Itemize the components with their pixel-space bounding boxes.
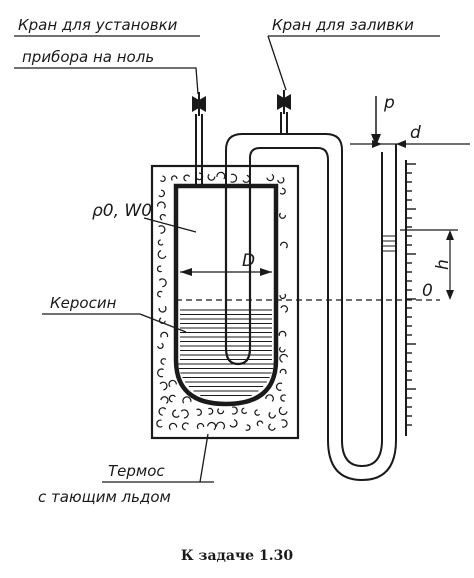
ice-chunk (207, 421, 217, 431)
pressure-label: p (383, 93, 395, 113)
ice-chunk (196, 422, 205, 430)
ice-chunk (156, 265, 163, 273)
ice-chunk (181, 422, 190, 431)
ice-chunk (168, 379, 177, 388)
ice-chunk (241, 407, 248, 415)
ice-chunk (157, 201, 166, 209)
ice-chunk (215, 421, 226, 430)
ice-chunk (171, 175, 178, 181)
ice-chunk (196, 408, 202, 416)
zero-valve-label-line1: Кран для установки (18, 16, 178, 34)
ice-chunk (278, 330, 287, 337)
kerosene-vessel (173, 183, 279, 407)
tube-liquid-column (382, 235, 396, 252)
density-volume-label: ρ0, W0 (92, 201, 152, 221)
ice-chunk (279, 212, 287, 219)
ice-chunk (158, 305, 167, 313)
ice-chunk (279, 187, 286, 195)
ice-chunk (279, 353, 289, 363)
thermos-label-line2: с тающим льдом (38, 488, 171, 506)
D-arrow-left (180, 268, 192, 276)
ice-chunk (277, 176, 285, 184)
ice-chunk (172, 409, 180, 418)
fill-valve-label: Кран для заливки (272, 16, 414, 34)
ice-chunk (157, 290, 163, 298)
ice-chunk (208, 407, 214, 415)
ice-chunk (183, 174, 191, 182)
vessel-diameter-label: D (242, 251, 255, 271)
height-label: h (433, 259, 453, 270)
ice-chunk (160, 358, 167, 365)
ice-chunk (158, 278, 167, 288)
ice-chunk (229, 419, 238, 428)
ice-chunk (268, 423, 276, 431)
ice-chunk (159, 214, 167, 221)
ice-chunk (281, 419, 288, 428)
ice-chunk (157, 342, 164, 350)
scale-ticks (406, 163, 416, 426)
d-arrow-right (396, 140, 406, 148)
zero-valve-leader (186, 67, 199, 95)
ice-chunk (280, 305, 288, 313)
zero-valve-icon (192, 92, 206, 116)
ice-chunk (156, 419, 163, 428)
tube-diameter-label: d (410, 123, 421, 143)
ice-chunk (280, 241, 288, 249)
ice-chunk (168, 394, 176, 403)
ice-chunk (159, 175, 166, 182)
ice-chunk (159, 381, 168, 391)
zero-mark-label: 0 (422, 281, 433, 301)
ice-chunk (158, 225, 166, 234)
density-leader (143, 217, 197, 233)
pressure-arrow-head (371, 134, 381, 146)
ice-chunk (268, 411, 276, 419)
kerosene-label: Керосин (50, 294, 117, 312)
connecting-tube-inner (249, 144, 397, 482)
ice-chunk (265, 394, 274, 402)
ice-chunk (266, 173, 275, 182)
ice-chunk (256, 420, 264, 427)
ice-chunk (230, 173, 238, 183)
h-arrow-down (446, 290, 454, 300)
zero-valve-label-line2: прибора на ноль (22, 48, 154, 66)
ice-chunk (168, 422, 178, 430)
ice-chunk (157, 239, 164, 246)
D-arrow-right (260, 268, 272, 276)
h-arrow-up (446, 230, 454, 240)
ice-chunk (280, 394, 286, 402)
ice-chunk (158, 189, 165, 198)
connecting-tube-outer (225, 133, 383, 468)
ice-chunk (160, 331, 169, 338)
inner-tube (224, 186, 252, 366)
ice-chunk (207, 173, 216, 181)
ice-chunk (278, 406, 288, 416)
ice-chunk (160, 396, 169, 404)
fill-valve-leader (267, 35, 287, 91)
d-arrow-left (372, 140, 382, 148)
thermos-leader (199, 433, 209, 483)
ice-chunk (182, 396, 192, 404)
thermos-label-line1: Термос (108, 462, 165, 480)
ice-chunk (158, 407, 167, 416)
figure-caption: К задаче 1.30 (181, 548, 293, 564)
ice-chunk (254, 409, 261, 416)
kerosene-leader (139, 313, 187, 333)
ice-chunk (157, 250, 167, 259)
ice-chunk (157, 368, 164, 378)
ice-chunk (275, 382, 283, 391)
ice-chunk (279, 346, 286, 353)
ice-chunk (216, 171, 226, 180)
ice-chunk (217, 408, 225, 415)
ice-chunk (245, 424, 251, 431)
ice-chunk (279, 293, 287, 300)
ice-chunk (180, 409, 189, 419)
fill-valve-icon (277, 90, 291, 114)
ice-chunk (279, 368, 287, 375)
ice-chunk (231, 406, 238, 415)
ice-chunk (242, 174, 251, 183)
